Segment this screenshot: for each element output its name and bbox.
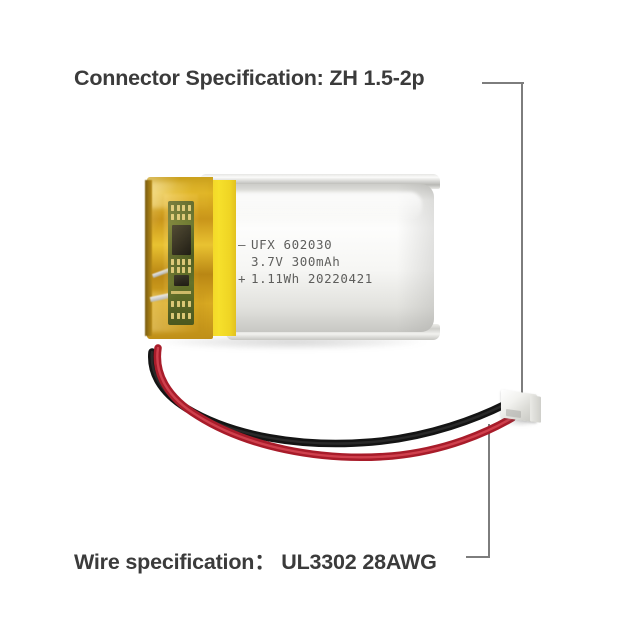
wire-leader-line-vertical bbox=[488, 424, 490, 558]
wire-specification-label: Wire specification： UL3302 28AWG bbox=[74, 550, 437, 574]
label-model: UFX 602030 bbox=[251, 237, 333, 252]
connector-leader-line-vertical bbox=[521, 82, 523, 395]
label-positive-sign: + bbox=[238, 271, 247, 286]
connector-specification-label: Connector Specification: ZH 1.5-2p bbox=[74, 66, 425, 90]
pcb-pad-row-6 bbox=[171, 313, 191, 319]
negative-black-wire-highlight bbox=[150, 350, 508, 445]
positive-red-wire bbox=[153, 344, 516, 461]
negative-black-wire bbox=[148, 348, 510, 448]
jst-zh-connector bbox=[497, 388, 545, 426]
pcb-trace bbox=[171, 291, 191, 294]
pcb-amber-film-overlay bbox=[164, 194, 198, 332]
pcb-pad-row-3 bbox=[171, 259, 191, 265]
pcb-pad-row-2 bbox=[171, 214, 191, 220]
label-negative-sign: – bbox=[238, 237, 247, 252]
label-voltage-capacity: 3.7V 300mAh bbox=[251, 254, 341, 269]
connector-leader-line-horizontal bbox=[482, 82, 524, 84]
label-energy-date: 1.11Wh 20220421 bbox=[251, 271, 373, 286]
connector-mating-face bbox=[530, 395, 541, 423]
pouch-gloss-highlight bbox=[214, 192, 422, 220]
pcb-pad-row-4 bbox=[171, 267, 191, 273]
connector-shadow bbox=[503, 419, 539, 426]
pcb-pad-row-1 bbox=[171, 205, 191, 211]
lipo-battery-cell: –UFX 602030 3.7V 300mAh +1.11Wh 20220421 bbox=[140, 174, 440, 360]
pcb-pad-row-5 bbox=[171, 301, 191, 307]
pcb-ic-chip-main bbox=[172, 225, 191, 255]
label-blank-sign bbox=[238, 253, 251, 270]
battery-printed-label: –UFX 602030 3.7V 300mAh +1.11Wh 20220421 bbox=[238, 236, 373, 287]
pcb-ic-chip-secondary bbox=[174, 275, 189, 286]
cell-left-edge bbox=[145, 180, 152, 336]
wire-leader-line-horizontal bbox=[466, 556, 490, 558]
protection-circuit-board bbox=[168, 201, 194, 325]
positive-red-wire-highlight bbox=[156, 346, 514, 459]
